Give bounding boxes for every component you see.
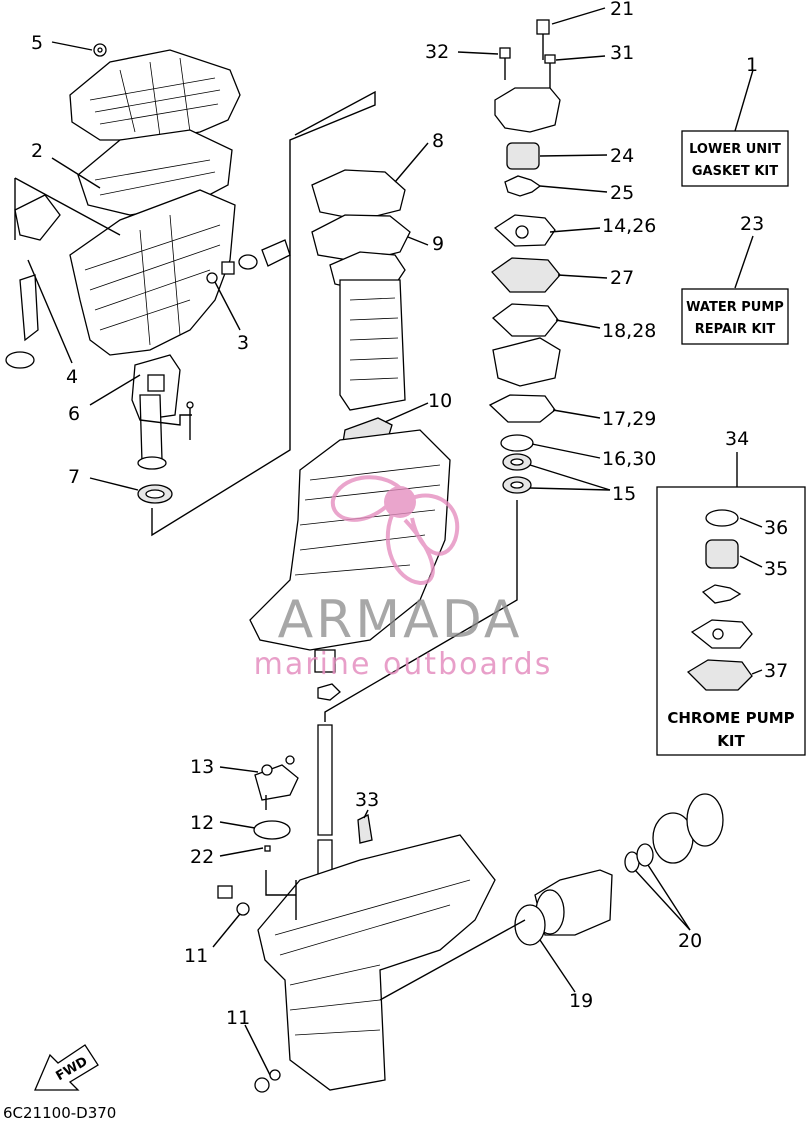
callout-24: 24 [610,145,634,167]
callout-4: 4 [66,366,78,388]
callout-7: 7 [68,466,80,488]
callout-10: 10 [428,390,452,412]
callout-1: 1 [746,54,758,76]
callout-numbers: 5 2 3 4 6 7 8 9 10 11 11 12 13 14,26 15 … [31,0,788,1029]
armada-watermark-logo: ARMADA marine outboards [254,475,553,682]
watermark-tagline: marine outboards [254,647,553,682]
callout-21: 21 [610,0,634,20]
callout-17-29: 17,29 [602,408,656,430]
callout-23: 23 [740,213,764,235]
callout-19: 19 [569,990,593,1012]
callout-22: 22 [190,846,214,868]
callout-12: 12 [190,812,214,834]
upper-casing-assembly [5,43,291,504]
callout-32: 32 [425,41,449,63]
callout-14-26: 14,26 [602,215,656,237]
leader-lines [27,7,763,1076]
callout-37: 37 [764,660,788,682]
callout-27: 27 [610,267,634,289]
chrome-kit-line2: KIT [717,732,745,750]
callout-15: 15 [612,483,636,505]
watermark-brand: ARMADA [278,590,523,650]
callout-11-upper: 11 [184,945,208,967]
lower-unit-gasket-kit-box: LOWER UNIT GASKET KIT [681,130,789,187]
water-pump-stack [488,19,561,494]
chrome-pump-kit-box: CHROME PUMP KIT [656,486,806,756]
water-pump-repair-kit-box: WATER PUMP REPAIR KIT [681,288,789,345]
callout-2: 2 [31,140,43,162]
gasket-kit-line1: LOWER UNIT [689,142,781,157]
callout-11-lower: 11 [226,1007,250,1029]
callout-18-28: 18,28 [602,320,656,342]
gearcase-assembly [217,724,724,1093]
callout-8: 8 [432,130,444,152]
callout-34: 34 [725,428,749,450]
callout-3: 3 [237,332,249,354]
callout-13: 13 [190,756,214,778]
callout-9: 9 [432,233,444,255]
pump-kit-line2: REPAIR KIT [695,322,776,337]
callout-33: 33 [355,789,379,811]
callout-35: 35 [764,558,788,580]
callout-20: 20 [678,930,702,952]
callout-36: 36 [764,517,788,539]
callout-31: 31 [610,42,634,64]
chrome-kit-line1: CHROME PUMP [667,709,794,727]
callout-16-30: 16,30 [602,448,656,470]
fwd-arrow-icon: FWD [34,1044,99,1091]
gasket-kit-line2: GASKET KIT [692,164,778,179]
callout-5: 5 [31,32,43,54]
callout-6: 6 [68,403,80,425]
assembly-guide-line [151,90,376,537]
pump-guide-line [324,500,518,722]
diagram-code: 6C21100-D370 [3,1104,116,1122]
pump-kit-line1: WATER PUMP [686,300,784,315]
driveshaft-housing-assembly [249,169,451,701]
callout-25: 25 [610,182,634,204]
propeller-logo-icon [330,475,460,586]
